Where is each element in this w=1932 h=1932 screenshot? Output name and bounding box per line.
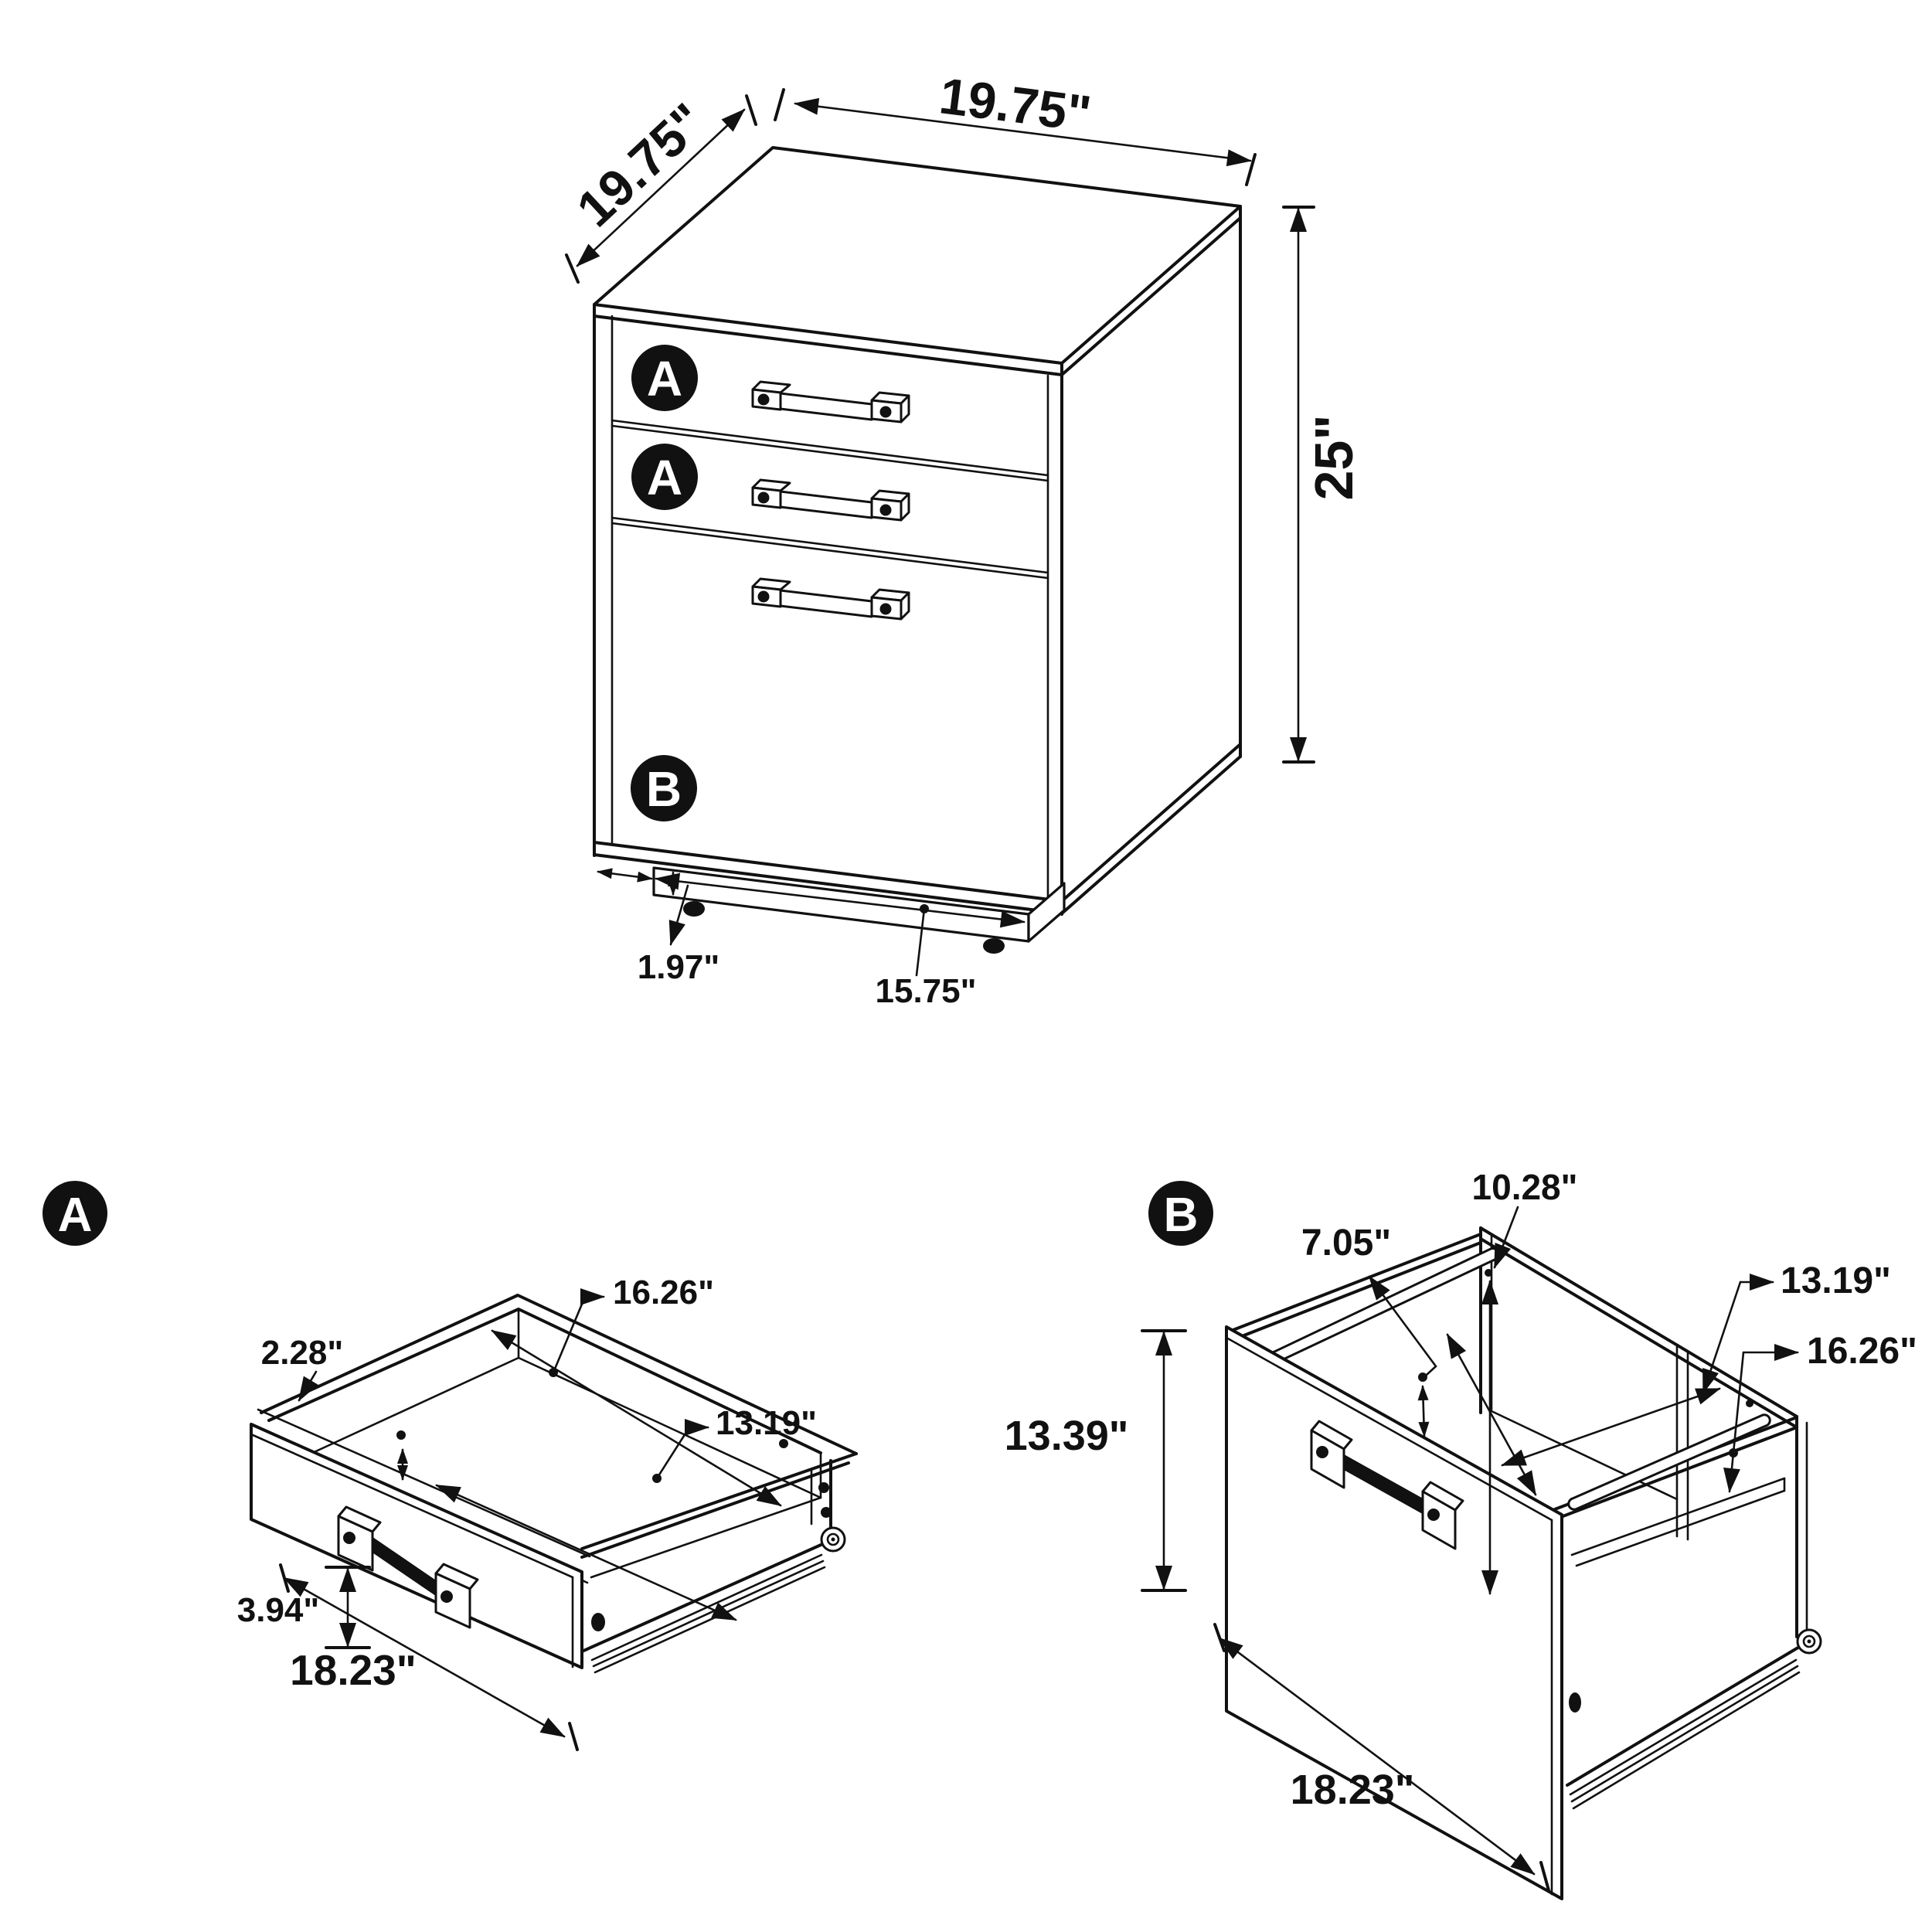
svg-text:13.39": 13.39" [1005, 1413, 1129, 1459]
svg-text:13.19": 13.19" [1781, 1260, 1891, 1301]
svg-text:A: A [58, 1189, 93, 1242]
svg-text:B: B [1164, 1189, 1199, 1242]
svg-text:A: A [647, 450, 682, 505]
svg-text:10.28": 10.28" [1472, 1167, 1578, 1207]
svg-text:15.75": 15.75" [876, 972, 977, 1010]
svg-text:13.19": 13.19" [716, 1404, 817, 1442]
svg-text:1.97": 1.97" [638, 948, 720, 986]
svg-text:16.26": 16.26" [1807, 1331, 1917, 1372]
svg-text:25": 25" [1304, 414, 1364, 500]
svg-text:16.26": 16.26" [613, 1274, 714, 1311]
svg-text:18.23": 18.23" [290, 1646, 417, 1694]
svg-text:2.28": 2.28" [261, 1334, 344, 1372]
svg-text:18.23": 18.23" [1291, 1767, 1415, 1813]
svg-text:A: A [647, 351, 682, 406]
svg-text:3.94": 3.94" [237, 1591, 320, 1629]
svg-text:B: B [646, 761, 682, 817]
svg-text:7.05": 7.05" [1301, 1223, 1391, 1264]
svg-text:19.75": 19.75" [937, 66, 1094, 142]
